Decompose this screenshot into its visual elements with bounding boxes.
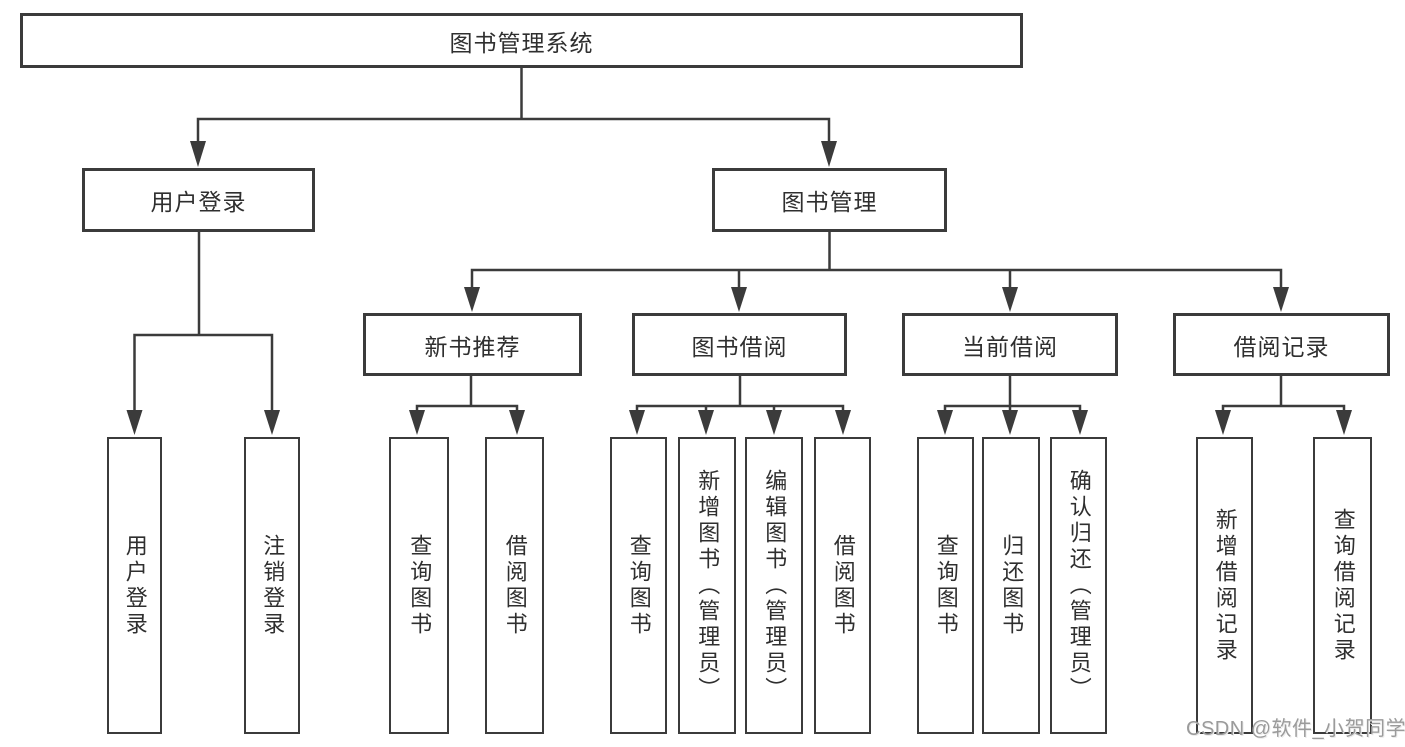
node-new-book-recommend-label: 新书推荐	[424, 333, 521, 360]
node-bb-edit-books-admin: 编辑图书（管理员）	[745, 437, 803, 734]
node-book-management: 图书管理	[712, 168, 947, 232]
node-bb-query-books-label: 查询图书	[626, 533, 652, 638]
node-current-borrow-label: 当前借阅	[962, 333, 1058, 360]
node-root: 图书管理系统	[20, 13, 1023, 68]
node-cb-query-books: 查询图书	[917, 437, 974, 734]
node-bb-edit-books-admin-label: 编辑图书（管理员）	[762, 468, 788, 703]
node-bb-borrow-books-label: 借阅图书	[830, 533, 856, 638]
node-cb-return-books: 归还图书	[982, 437, 1040, 734]
node-br-query-record: 查询借阅记录	[1313, 437, 1372, 734]
node-login: 用户登录	[107, 437, 162, 734]
node-bb-add-books-admin: 新增图书（管理员）	[678, 437, 736, 734]
node-cb-query-books-label: 查询图书	[933, 533, 959, 638]
connector-root-to-level2	[190, 68, 837, 167]
connector-bookborrow-children	[629, 376, 851, 435]
node-nb-borrow-books: 借阅图书	[485, 437, 544, 734]
node-br-query-record-label: 查询借阅记录	[1330, 507, 1356, 664]
node-current-borrow: 当前借阅	[902, 313, 1118, 376]
node-bb-add-books-admin-label: 新增图书（管理员）	[695, 468, 721, 703]
connector-userlogin-children	[126, 232, 280, 435]
node-book-borrow: 图书借阅	[632, 313, 847, 376]
node-user-login: 用户登录	[82, 168, 315, 232]
node-root-label: 图书管理系统	[449, 29, 594, 56]
connector-borrowrecord-children	[1215, 376, 1352, 435]
node-user-login-label: 用户登录	[150, 189, 247, 215]
node-bb-query-books: 查询图书	[610, 437, 667, 734]
node-book-borrow-label: 图书借阅	[691, 333, 788, 360]
node-logout: 注销登录	[244, 437, 300, 734]
node-br-add-record-label: 新增借阅记录	[1212, 507, 1238, 664]
connector-newbook-children	[409, 373, 525, 435]
connector-bookmgmt-to-level3	[464, 232, 1289, 312]
node-borrow-records: 借阅记录	[1173, 313, 1390, 376]
node-cb-confirm-return-admin-label: 确认归还（管理员）	[1066, 468, 1092, 703]
node-cb-confirm-return-admin: 确认归还（管理员）	[1050, 437, 1107, 734]
node-logout-label: 注销登录	[260, 533, 286, 638]
watermark: CSDN @软件_小贺同学	[1186, 712, 1405, 741]
node-bb-borrow-books: 借阅图书	[814, 437, 871, 734]
node-new-book-recommend: 新书推荐	[363, 313, 582, 376]
node-nb-query-books: 查询图书	[389, 437, 449, 734]
node-nb-borrow-books-label: 借阅图书	[502, 533, 528, 638]
node-nb-query-books-label: 查询图书	[407, 533, 433, 638]
node-cb-return-books-label: 归还图书	[999, 533, 1025, 638]
node-book-management-label: 图书管理	[781, 189, 878, 215]
node-login-label: 用户登录	[122, 533, 148, 638]
connector-currentborrow-children	[937, 376, 1088, 435]
node-borrow-records-label: 借阅记录	[1233, 333, 1330, 360]
watermark-text: CSDN @软件_小贺同学	[1186, 718, 1405, 740]
node-br-add-record: 新增借阅记录	[1196, 437, 1253, 734]
